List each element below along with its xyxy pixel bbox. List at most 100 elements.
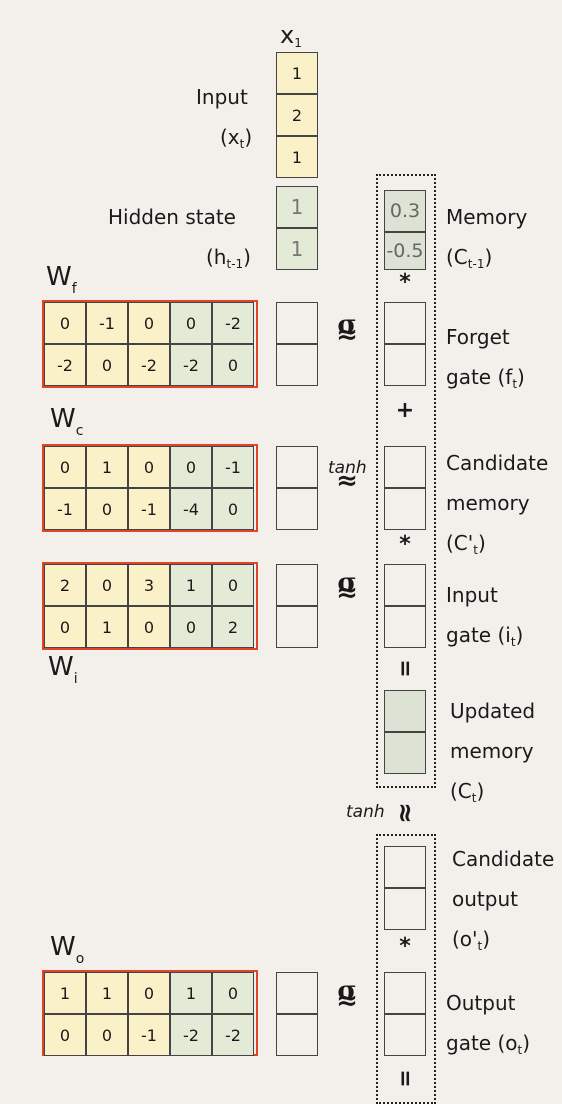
memory-symbol: (Ct-1) <box>446 245 493 271</box>
input-symbol: (xt) <box>220 125 253 151</box>
tanh-label: tanh <box>346 802 385 822</box>
output-gate-pre-cell <box>276 1014 318 1056</box>
input-cell: 1 <box>276 52 318 94</box>
wc-cell: 0 <box>170 446 212 488</box>
wc-cell: 0 <box>86 488 128 530</box>
wc-cell: -1 <box>128 488 170 530</box>
wc-cell: 0 <box>44 446 86 488</box>
candidate-output-cell <box>384 846 426 888</box>
wi-matrix <box>42 562 258 650</box>
approx-symbol: ≈ <box>336 466 358 496</box>
wi-cell: 0 <box>44 606 86 648</box>
candidate-output-label2: output <box>452 887 518 911</box>
wo-cell: 0 <box>128 972 170 1014</box>
input-cell: 1 <box>276 136 318 178</box>
wc-cell: 0 <box>212 488 254 530</box>
sigma-symbol: σ <box>337 568 357 598</box>
candidate-memory-symbol: (C't) <box>446 531 486 557</box>
wi-cell: 0 <box>128 606 170 648</box>
wo-cell: -1 <box>128 1014 170 1056</box>
wi-label: Wi <box>48 652 78 687</box>
hidden-state-symbol: (ht-1) <box>206 245 251 271</box>
wo-cell: -2 <box>170 1014 212 1056</box>
forget-pre-cell <box>276 344 318 386</box>
hidden-cell: 1 <box>276 228 318 270</box>
add-op: + <box>395 398 415 423</box>
updated-memory-cell <box>384 690 426 732</box>
input-gate-cell <box>384 564 426 606</box>
wi-cell: 0 <box>86 564 128 606</box>
wo-cell: -2 <box>212 1014 254 1056</box>
approx-symbol: ≈ <box>336 578 358 608</box>
wf-matrix <box>42 300 258 388</box>
wo-cell: 0 <box>212 972 254 1014</box>
wf-cell: -2 <box>44 344 86 386</box>
candidate-memory-cell <box>384 446 426 488</box>
memory-label: Memory <box>446 205 528 229</box>
wc-label: Wc <box>50 404 84 439</box>
hidden-state-label: Hidden state <box>108 205 236 229</box>
wf-cell: -2 <box>170 344 212 386</box>
wo-cell: 0 <box>44 1014 86 1056</box>
wo-cell: 1 <box>170 972 212 1014</box>
wf-cell: 0 <box>128 302 170 344</box>
candidate-output-symbol: (o't) <box>452 927 491 953</box>
multiply-op: * <box>399 934 411 959</box>
wf-cell: -1 <box>86 302 128 344</box>
output-gate-cell <box>384 1014 426 1056</box>
wi-cell: 2 <box>212 606 254 648</box>
hidden-cell: 1 <box>276 186 318 228</box>
forget-pre-cell <box>276 302 318 344</box>
equals-op: = <box>392 1069 418 1088</box>
wf-label: Wf <box>46 262 77 297</box>
wc-cell: 0 <box>128 446 170 488</box>
wf-cell: 0 <box>86 344 128 386</box>
wi-cell: 1 <box>170 564 212 606</box>
input-label: Input <box>196 85 248 109</box>
forget-gate-cell <box>384 302 426 344</box>
wf-cell: -2 <box>128 344 170 386</box>
forget-gate-symbol: gate (ft) <box>446 365 525 391</box>
tanh-label: tanh <box>328 458 367 478</box>
input-gate-pre-cell <box>276 564 318 606</box>
wi-cell: 0 <box>170 606 212 648</box>
input-cell: 2 <box>276 94 318 136</box>
candidate-memory-label: Candidate <box>446 451 549 475</box>
wf-cell: -2 <box>212 302 254 344</box>
updated-memory-symbol: (Ct) <box>450 779 485 805</box>
wo-label: Wo <box>50 932 85 967</box>
wc-cell: 1 <box>86 446 128 488</box>
x1-title: x1 <box>280 21 302 50</box>
output-gate-cell <box>384 972 426 1014</box>
candidate-memory-cell <box>384 488 426 530</box>
approx-symbol: ≈ <box>336 986 358 1016</box>
wi-cell: 3 <box>128 564 170 606</box>
input-gate-cell <box>384 606 426 648</box>
candidate-output-cell <box>384 888 426 930</box>
forget-gate-label: Forget <box>446 325 510 349</box>
wc-cell: -1 <box>212 446 254 488</box>
wc-matrix <box>42 444 258 532</box>
wf-cell: 0 <box>212 344 254 386</box>
input-gate-symbol: gate (it) <box>446 623 524 649</box>
approx-symbol: ≈ <box>390 802 420 824</box>
wi-cell: 0 <box>212 564 254 606</box>
multiply-op: * <box>399 532 411 557</box>
multiply-op: * <box>399 270 411 295</box>
forget-gate-cell <box>384 344 426 386</box>
updated-memory-label2: memory <box>450 739 534 763</box>
output-gate-pre-cell <box>276 972 318 1014</box>
wc-cell: -4 <box>170 488 212 530</box>
cand-pre-cell <box>276 488 318 530</box>
sigma-symbol: σ <box>337 976 357 1006</box>
memory-column-frame <box>376 174 436 788</box>
wf-cell: 0 <box>44 302 86 344</box>
updated-memory-label: Updated <box>450 699 536 723</box>
wo-cell: 0 <box>86 1014 128 1056</box>
equals-op: = <box>392 659 418 678</box>
memory-cell: -0.5 <box>384 232 426 270</box>
memory-cell: 0.3 <box>384 190 426 232</box>
wf-cell: 0 <box>170 302 212 344</box>
sigma-symbol: σ <box>337 310 357 340</box>
wo-cell: 1 <box>44 972 86 1014</box>
